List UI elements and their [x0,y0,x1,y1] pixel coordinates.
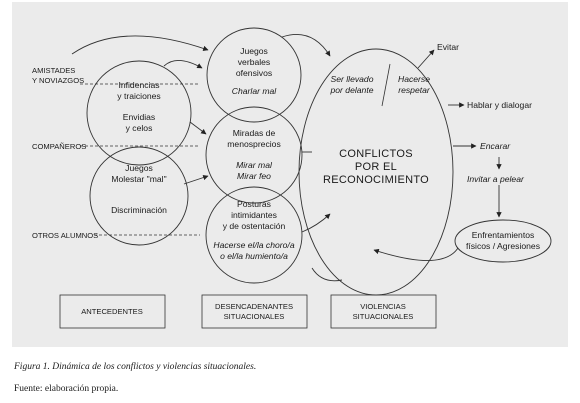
arrow-antecedentes-to-middle [189,121,207,135]
text-discriminacion: Discriminación [111,205,167,215]
text-posturas-2: intimidantes [231,210,277,220]
text-infidencias-1: Infidencias [118,80,159,90]
center-separator [381,63,391,107]
enfrentamientos-ellipse [454,219,552,263]
arrow-antecedentes-low-to-middle [183,174,209,185]
label-otros: OTROS ALUMNOS [32,231,98,240]
text-encarar: Encarar [480,141,511,151]
text-envidias-1: Envidias [123,112,155,122]
text-infidencias-2: y traiciones [117,91,160,101]
box-desencadenantes-label-1: DESENCADENANTES [215,302,293,311]
text-evitar: Evitar [437,42,459,52]
text-hacerse-2: o el/la humiento/a [220,251,288,261]
box-antecedentes [59,294,166,329]
text-conflictos-3: RECONOCIMIENTO [323,174,429,186]
text-hablar: Hablar y dialogar [467,100,532,110]
arrow-antecedentes-to-triggers [71,35,209,55]
text-juegos-2: Molestar "mal" [111,174,166,184]
label-amistades-2: Y NOVIAZGOS [32,76,84,85]
text-miradas-1: Miradas de [233,128,276,138]
box-violencias-label-1: VIOLENCIAS [360,302,406,311]
text-mirar-mal: Mirar mal [236,160,273,170]
arrow-to-evitar [417,49,435,69]
box-violencias-label-2: SITUACIONALES [353,312,414,321]
trigger-circle-top [206,27,302,123]
text-enfrentamientos-2: físicos / Agresiones [466,241,540,251]
text-hacerse-respetar-2: respetar [398,85,431,95]
text-miradas-2: menosprecios [227,139,281,149]
text-charlar-mal: Charlar mal [232,86,278,96]
text-ser-llevado-2: por delante [329,85,373,95]
arrow-enfrentamientos-to-center [373,247,459,261]
text-enfrentamientos-1: Enfrentamientos [472,230,535,240]
text-conflictos-1: CONFLICTOS [339,148,413,160]
text-juegos-1: Juegos [125,163,153,173]
figure-caption: Figura 1. Dinámica de los conflictos y v… [14,362,257,372]
text-juegos-verbales-1: Juegos [240,46,268,56]
text-ser-llevado-1: Ser llevado [331,74,374,84]
text-hacerse-1: Hacerse el/la choro/a [213,240,294,250]
text-conflictos-2: POR EL [355,161,397,173]
box-desencadenantes [201,294,308,329]
antecedent-circle-bottom [89,146,189,246]
trigger-circle-middle [205,106,303,204]
text-posturas-1: Posturas [237,199,271,209]
text-envidias-2: y celos [126,123,153,133]
conflict-dynamics-diagram: AMISTADES Y NOVIAZGOS COMPAÑEROS OTROS A… [32,27,552,329]
figure-source: Fuente: elaboración propia. [14,384,119,394]
text-juegos-verbales-3: ofensivos [236,68,272,78]
label-companeros: COMPAÑEROS [32,142,86,151]
label-amistades-1: AMISTADES [32,66,75,75]
text-hacerse-respetar-1: Hacerse [398,74,430,84]
arrow-return-loop [311,267,343,282]
box-antecedentes-label: ANTECEDENTES [81,307,143,316]
arrow-top-loop [163,60,203,69]
text-invitar: Invitar a pelear [467,174,525,184]
diagram-panel: AMISTADES Y NOVIAZGOS COMPAÑEROS OTROS A… [12,2,568,347]
text-mirar-feo: Mirar feo [237,171,271,181]
arrow-triggers-top-to-center [281,33,331,57]
arrow-bottom-to-center [301,213,331,233]
box-desencadenantes-label-2: SITUACIONALES [224,312,285,321]
trigger-circle-bottom [205,186,303,284]
antecedent-circle-top [86,60,192,166]
text-juegos-verbales-2: verbales [238,57,270,67]
text-posturas-3: y de ostentación [223,221,286,231]
box-violencias [330,294,437,329]
